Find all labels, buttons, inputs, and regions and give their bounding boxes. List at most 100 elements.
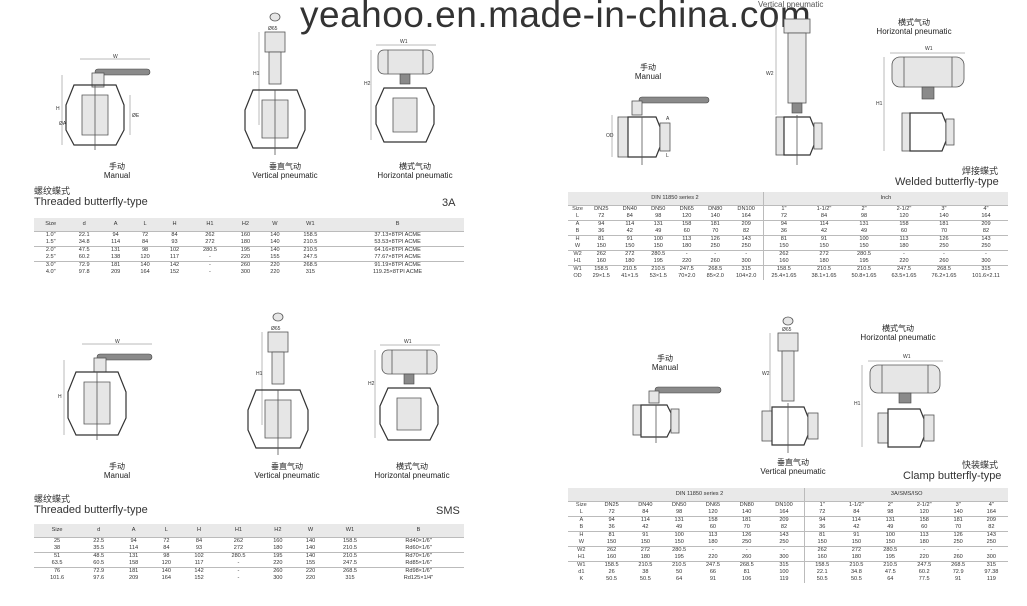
- table-cell: W1: [326, 524, 374, 537]
- table-cell: 180: [919, 538, 929, 545]
- clamp-manual-drawing: [632, 386, 722, 443]
- clamp-vertical-caption-cn: 垂直气动: [777, 458, 809, 467]
- table-cell: L: [130, 218, 160, 231]
- table-cell: 150: [625, 242, 635, 249]
- table-cell: 260: [742, 553, 752, 560]
- svg-text:H1: H1: [876, 101, 883, 107]
- table-cell: -: [884, 249, 924, 258]
- table-cell: 81: [594, 530, 629, 539]
- table-cell: H1: [215, 524, 262, 537]
- sms-manual-drawing: W H: [58, 339, 153, 440]
- table-cell: 268.5: [941, 560, 975, 569]
- table-cell: 150: [859, 242, 869, 249]
- threaded-horizontal-drawing: W1 H2: [364, 39, 436, 143]
- table-cell: 250: [742, 538, 752, 545]
- table-cell: 300: [986, 553, 997, 560]
- table-cell: 70: [940, 227, 948, 234]
- table-cell: 94: [587, 219, 616, 228]
- table-cell: 70: [743, 523, 750, 530]
- table-cell: 150: [851, 538, 862, 545]
- svg-text:A: A: [666, 116, 670, 122]
- table-cell: 93: [171, 238, 178, 245]
- table-cell: 140: [939, 212, 949, 219]
- table-cell: 180: [240, 238, 251, 245]
- table-cell: 25: [34, 536, 81, 545]
- table-cell: -: [974, 545, 1008, 554]
- table-cell: A: [568, 515, 595, 524]
- table-cell: 158: [906, 515, 942, 524]
- table-cell: 140: [742, 508, 752, 515]
- svg-text:W2: W2: [766, 71, 774, 77]
- table-cell: 158: [672, 219, 701, 228]
- threaded-3a-title-en: Threaded butterfly-type: [34, 196, 148, 208]
- table-cell: 70: [712, 227, 719, 234]
- table-cell: 97.8: [78, 268, 90, 275]
- table-cell: 131: [662, 515, 697, 524]
- table-cell: 100: [644, 234, 673, 243]
- table-cell: DN80: [729, 500, 764, 509]
- table-cell: 91: [955, 575, 962, 582]
- table-cell: 272: [205, 238, 215, 245]
- welded-manual-caption-cn: 手动: [640, 63, 656, 72]
- table-cell: DN50: [644, 204, 673, 213]
- table-cell: 160: [596, 257, 606, 264]
- svg-text:H: H: [56, 106, 60, 112]
- table-cell: 250: [779, 538, 789, 545]
- table-cell: d: [67, 218, 101, 231]
- sms-vertical-drawing: Ø65 H1: [247, 312, 309, 455]
- table-cell: 72: [130, 230, 160, 239]
- table-cell: 143: [763, 530, 805, 539]
- svg-text:H1: H1: [253, 71, 260, 77]
- svg-text:Ø65: Ø65: [271, 326, 281, 332]
- table-cell: 300: [273, 574, 283, 581]
- table-cell: 72: [149, 536, 183, 545]
- table-cell: 209: [110, 268, 121, 275]
- table-cell: 220: [294, 566, 327, 575]
- table-cell: 315: [963, 264, 1008, 273]
- svg-text:H1: H1: [854, 401, 861, 407]
- table-cell: 140: [260, 245, 290, 254]
- table-cell: 3.0": [34, 260, 68, 269]
- table-cell: 2": [844, 204, 884, 213]
- table-cell: 42: [853, 523, 860, 530]
- table-cell: 101.6: [50, 574, 65, 581]
- table-cell: 131: [844, 219, 884, 228]
- table-cell: H2: [261, 524, 295, 537]
- table-cell: 140: [130, 260, 160, 269]
- watermark: yeahoo.en.made-in-china.com: [300, 0, 812, 35]
- table-cell: DN40: [628, 500, 663, 509]
- table-cell: 117: [194, 559, 204, 566]
- table-cell: Rd125×1/4": [403, 574, 434, 581]
- table-cell: 155: [305, 559, 316, 566]
- table-cell: 84: [141, 238, 149, 245]
- table-cell: 72: [804, 508, 840, 516]
- table-cell: 210.5: [844, 264, 884, 273]
- svg-text:ØE: ØE: [132, 113, 140, 119]
- table-cell: 247.5: [672, 264, 701, 273]
- table-cell: A: [568, 219, 588, 228]
- svg-text:W: W: [113, 54, 118, 60]
- table-cell: 210.5: [342, 544, 357, 551]
- table-cell: 158.5: [587, 264, 616, 273]
- table-cell: -: [215, 566, 262, 575]
- threaded-sms-title-en: Threaded butterfly-type: [34, 504, 148, 516]
- table-cell: 91: [709, 575, 717, 582]
- table-cell: DN50: [662, 500, 697, 509]
- table-cell: W: [578, 538, 584, 545]
- table-cell: 262: [762, 249, 805, 258]
- table-cell: 114: [804, 219, 845, 228]
- table-cell: 72: [598, 212, 605, 219]
- table-cell: Size: [34, 218, 68, 231]
- sms-horizontal-caption-cn: 横式气动: [396, 462, 428, 471]
- table-cell: 4.0": [45, 268, 56, 275]
- table-cell: A: [100, 218, 131, 231]
- table-cell: 60: [900, 227, 908, 234]
- table-cell: 272: [628, 545, 663, 554]
